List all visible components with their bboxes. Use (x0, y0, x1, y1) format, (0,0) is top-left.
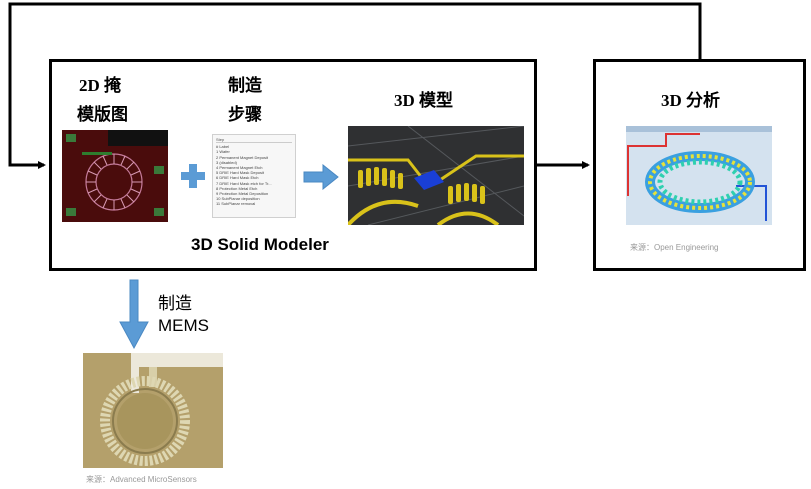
steps-item: 3 (disabled) (216, 159, 237, 165)
fabrication-label-line2: MEMS (158, 316, 209, 335)
steps-column-header: # Label (216, 144, 230, 150)
steps-item: 8 Protection Metal Etch (216, 185, 258, 191)
steps-item: 11 SubPlanar removal (216, 201, 256, 207)
steps-item: 5 DRIE Hard Mask Deposit (216, 170, 265, 176)
process-label-line2: 步骤 (228, 105, 262, 124)
mask-label-line2: 模版图 (77, 105, 128, 124)
steps-item: 1 Wafer (216, 149, 230, 155)
steps-item: 9 Protection Metal Deposition (216, 191, 269, 197)
steps-header: Step (216, 137, 292, 144)
analysis-title: 3D 分析 (661, 91, 721, 110)
right-arrow-icon (303, 164, 339, 190)
mask-label-line1: 2D 掩 (79, 76, 122, 95)
steps-item: 7 DRIE Hard Mask etch for Tr... (216, 180, 272, 186)
steps-item: 4 Permanent Magnet Etch (216, 165, 263, 171)
fabrication-down-arrow (119, 279, 149, 350)
process-steps-list: Step # Label 1 Wafer 2 Permanent Magnet … (212, 134, 296, 218)
feedback-loop-arrow (8, 2, 702, 169)
plus-icon (180, 163, 206, 189)
model-label: 3D 模型 (394, 91, 454, 110)
fabrication-source: 来源：Advanced MicroSensors (86, 475, 197, 484)
analysis-image (626, 126, 772, 225)
steps-item: 2 Permanent Magnet Deposit (216, 154, 269, 160)
steps-item: 6 DRIE Hard Mask Etch (216, 175, 259, 181)
process-label-line1: 制造 (228, 76, 262, 95)
solid-modeler-title: 3D Solid Modeler (191, 235, 329, 254)
mask-image (62, 130, 168, 222)
analysis-source: 来源：Open Engineering (630, 243, 719, 252)
steps-item: 10 SubPlanar deposition (216, 196, 260, 202)
fabrication-label-line1: 制造 (158, 294, 192, 313)
model-3d-image (348, 126, 524, 225)
fabricated-mems-photo (83, 353, 223, 468)
